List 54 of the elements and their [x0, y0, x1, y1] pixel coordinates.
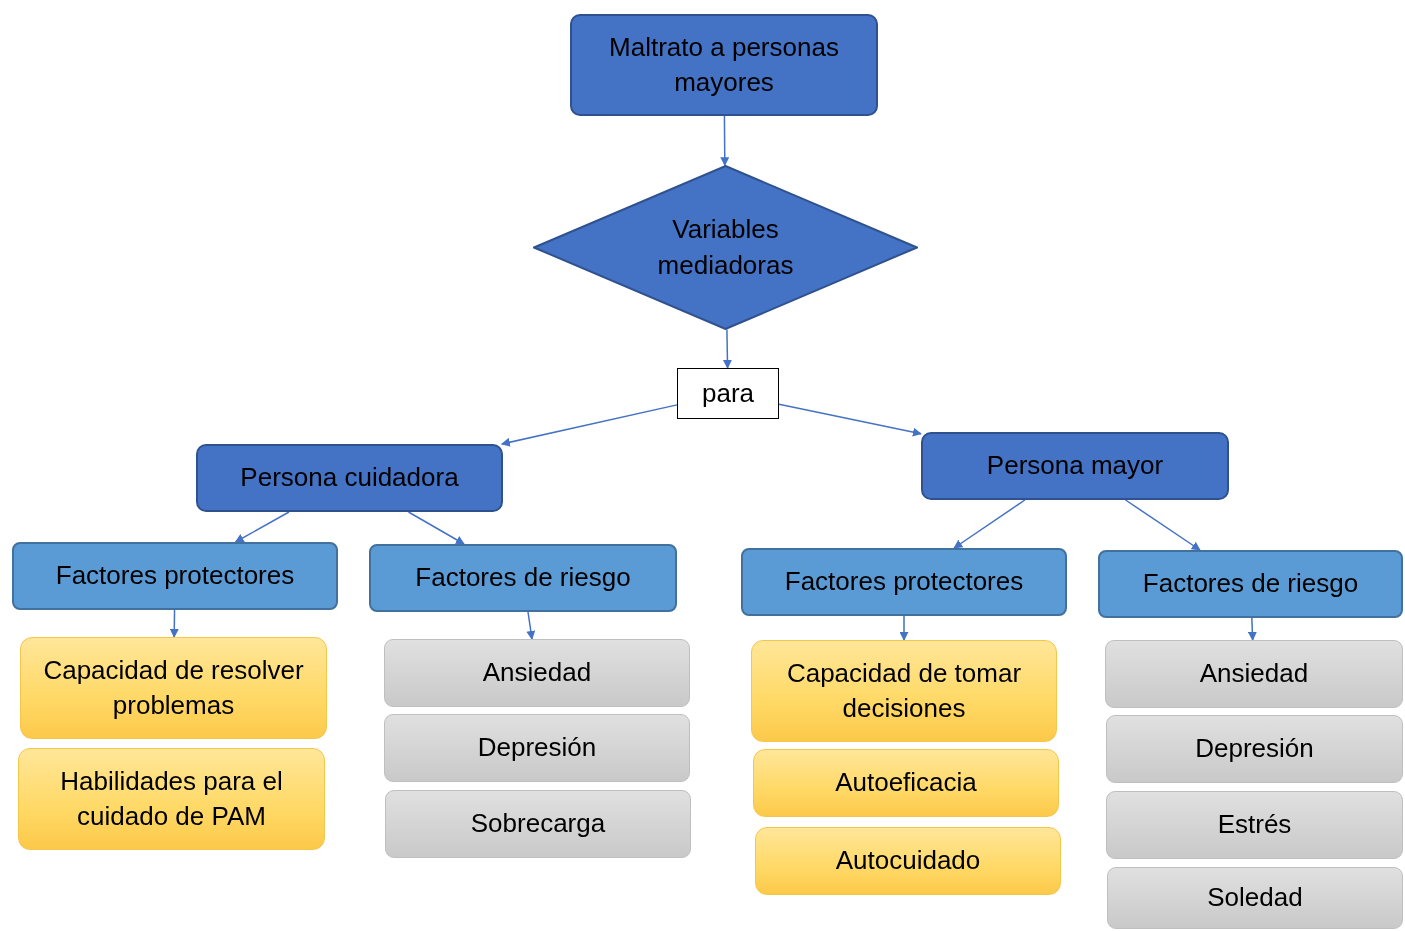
arrow — [720, 115, 730, 167]
arrow — [953, 499, 1026, 549]
box-label: Factores de riesgo — [414, 561, 632, 595]
category-box — [741, 548, 1067, 616]
box-label: Depresión — [476, 731, 598, 765]
process-box — [570, 14, 878, 116]
risk-factor-box — [384, 714, 690, 782]
box-label: Capacidad de tomar decisiones — [785, 656, 1023, 725]
protective-factor-box — [20, 637, 327, 739]
box-label: Habilidades para el cuidado de PAM — [59, 764, 284, 833]
box-label: Depresión — [1194, 732, 1315, 766]
process-box — [196, 444, 503, 512]
risk-factor-box — [1107, 867, 1403, 929]
box-label: Sobrecarga — [469, 807, 607, 841]
process-box — [921, 432, 1229, 500]
box-label: Ansiedad — [1198, 657, 1310, 691]
risk-factor-box — [384, 639, 690, 707]
box-label: para — [700, 376, 755, 410]
arrow — [500, 404, 678, 447]
box-label: Factores de riesgo — [1141, 567, 1360, 601]
box-label: Maltrato a personas mayores — [608, 30, 840, 99]
category-box — [1098, 550, 1403, 618]
arrow — [899, 615, 909, 641]
box-label: Autocuidado — [834, 844, 982, 878]
box-label: Factores protectores — [783, 565, 1025, 599]
protective-factor-box — [751, 640, 1057, 742]
risk-factor-box — [1106, 715, 1403, 783]
arrow — [778, 403, 922, 437]
arrow — [234, 511, 290, 543]
box-label: Autoeficacia — [834, 766, 978, 800]
category-box — [12, 542, 338, 610]
box-label: Persona cuidadora — [239, 461, 460, 495]
box-label: Persona mayor — [985, 449, 1165, 483]
arrow — [1247, 617, 1257, 641]
box-label: Estrés — [1216, 808, 1293, 842]
protective-factor-box — [18, 748, 325, 850]
risk-factor-box — [1105, 640, 1403, 708]
arrow — [407, 511, 465, 545]
risk-factor-box — [385, 790, 691, 858]
box-label: Ansiedad — [481, 656, 593, 690]
risk-factor-box — [1106, 791, 1403, 859]
arrow — [526, 611, 536, 640]
protective-factor-box — [755, 827, 1061, 895]
box-label: Variables mediadoras — [656, 213, 795, 282]
arrow — [1124, 499, 1201, 551]
box-label: Soledad — [1206, 881, 1304, 915]
decision-diamond — [533, 165, 918, 330]
protective-factor-box — [753, 749, 1059, 817]
connector-word-box — [677, 368, 779, 419]
arrow — [722, 328, 732, 369]
category-box — [369, 544, 677, 612]
arrow — [169, 609, 179, 638]
box-label: Factores protectores — [54, 559, 296, 593]
box-label: Capacidad de resolver problemas — [42, 653, 305, 722]
